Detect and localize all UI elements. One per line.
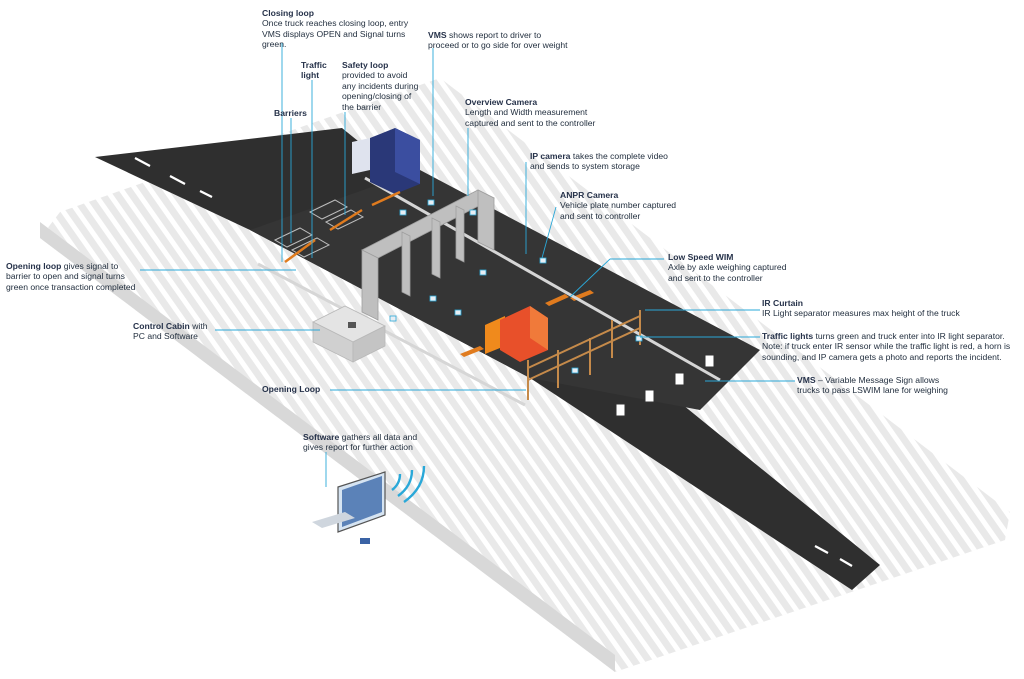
ir-curtain [527,310,641,400]
kerbs [257,176,721,407]
vms-top-title: VMS [428,30,447,40]
low-speed-wim-text: Axle by axle weighing captured and sent … [668,262,787,283]
gantry-structure [361,189,495,321]
wifi-icon [391,465,426,503]
closing-loop-text: Once truck reaches closing loop, entry V… [262,18,409,50]
vms-top-text: shows report to driver to proceed or to … [428,30,568,51]
low-speed-wim-label: Low Speed WIM Axle by axle weighing capt… [668,252,793,283]
leader-lines [140,43,795,487]
vms-bottom-title: VMS [797,375,816,385]
barriers-title: Barriers [274,108,307,118]
traffic-lights-title: Traffic lights [762,331,814,341]
ir-curtain-text: IR Light separator measures max height o… [762,308,960,319]
computer-workstation [312,465,426,544]
ir-curtain-label: IR Curtain IR Light separator measures m… [762,298,992,319]
anpr-camera-label: ANPR Camera Vehicle plate number capture… [560,190,685,221]
closing-loop-title: Closing loop [262,8,315,18]
lane-markings [134,157,853,567]
ir-curtain-title: IR Curtain [762,298,804,308]
safety-loop-title: Safety loop [342,60,389,70]
low-speed-wim-title: Low Speed WIM [668,252,734,262]
opening-loop-left-text: gives signal to barrier to open and sign… [6,261,136,292]
ip-camera-text: takes the complete video and sends to sy… [530,151,668,172]
traffic-lights-text: turns green and truck enter into IR ligh… [762,331,1011,362]
barriers-label: Barriers [274,108,324,118]
opening-loop-title: Opening Loop [262,384,321,394]
vms-signs [615,354,715,417]
anpr-camera-text: Vehicle plate number captured and sent t… [560,200,677,221]
traffic-light-title: Traffic light [301,60,327,81]
vms-top-label: VMS shows report to driver to proceed or… [428,30,568,51]
overview-camera-text: Length and Width measurement captured an… [465,107,596,128]
control-cabin-title: Control Cabin [133,321,190,331]
vms-bottom-label: VMS – Variable Message Sign allows truck… [797,375,957,396]
overview-camera-label: Overview Camera Length and Width measure… [465,97,605,128]
ip-camera-label: IP camera takes the complete video and s… [530,151,670,172]
ip-camera-title: IP camera [530,151,571,161]
software-title: Software [303,432,340,442]
camera-devices [389,199,643,374]
closing-loop-label: Closing loop Once truck reaches closing … [262,8,422,50]
opening-loop-left-title: Opening loop [6,261,62,271]
control-cabin [312,305,386,363]
control-cabin-label: Control Cabin with PC and Software [133,321,215,342]
waiting-truck [352,128,420,194]
traffic-light-label: Traffic light [301,60,331,81]
vms-bottom-text: – Variable Message Sign allows trucks to… [797,375,948,396]
opening-loop-left-label: Opening loop gives signal to barrier to … [6,261,141,292]
traffic-lights-label: Traffic lights turns green and truck ent… [762,331,1014,362]
weighing-truck [485,306,548,362]
safety-loop-text: provided to avoid any incidents during o… [342,70,419,112]
overview-camera-title: Overview Camera [465,97,538,107]
software-text: gathers all data and gives report for fu… [303,432,418,453]
opening-loop-label: Opening Loop [262,384,342,394]
software-label: Software gathers all data and gives repo… [303,432,428,453]
safety-loop-label: Safety loop provided to avoid any incide… [342,60,422,112]
anpr-camera-title: ANPR Camera [560,190,619,200]
barrier-arms [284,190,401,264]
control-cabin-text: with PC and Software [133,321,208,342]
